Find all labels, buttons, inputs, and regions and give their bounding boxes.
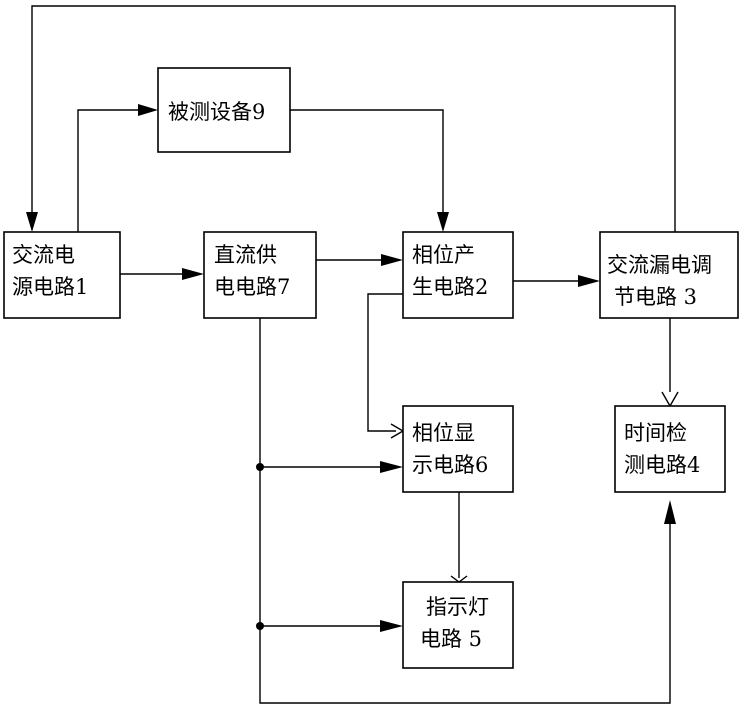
block-phase-generation: 相位产 生电路2 [403, 232, 513, 318]
block-phase-generation-label-1: 相位产 [412, 243, 475, 267]
block-ac-leak-adjust: 交流漏电调 节电路 3 [600, 232, 738, 318]
block-dc-supply: 直流供 电电路7 [204, 232, 316, 318]
arrowhead-phase-left [381, 254, 403, 266]
block-indicator-light: 指示灯 电路 5 [403, 582, 513, 668]
wire-dut-to-phase [290, 110, 443, 216]
arrowhead-indicator-branch [380, 620, 403, 632]
arrowhead-leak-input [578, 275, 600, 287]
arrowhead-feedback [26, 212, 38, 232]
block-device-under-test-label: 被测设备9 [168, 100, 265, 124]
block-phase-display-label-2: 示电路6 [412, 453, 488, 477]
block-indicator-light-label-1: 指示灯 [426, 595, 489, 619]
wire-phase-to-display [368, 294, 403, 431]
block-time-detection: 时间检 测电路4 [615, 406, 725, 492]
block-time-detection-label-2: 测电路4 [624, 453, 700, 477]
block-dc-supply-label-2: 电电路7 [214, 275, 290, 299]
wire-feedback-loop [32, 6, 675, 232]
junction-dot-display [256, 463, 264, 471]
arrowhead-time-open [662, 392, 678, 406]
block-phase-display: 相位显 示电路6 [403, 406, 513, 492]
arrowhead-phase-top [437, 212, 449, 232]
block-time-detection-frame [615, 406, 725, 492]
block-ac-power: 交流电 源电路1 [4, 232, 120, 318]
block-time-detection-label-1: 时间检 [624, 421, 687, 445]
block-device-under-test: 被测设备9 [158, 68, 290, 152]
block-ac-power-label-2: 源电路1 [12, 275, 88, 299]
arrowhead-dut-input [138, 104, 158, 116]
block-dc-supply-label-1: 直流供 [214, 243, 277, 267]
arrowhead-display-branch [380, 461, 403, 473]
junction-dot-indicator [256, 622, 264, 630]
block-ac-power-label-1: 交流电 [12, 243, 75, 267]
wire-power-to-dut [78, 110, 142, 232]
block-indicator-light-label-2: 电路 5 [420, 627, 482, 651]
block-phase-display-frame [403, 406, 513, 492]
block-phase-generation-label-2: 生电路2 [412, 275, 488, 299]
block-ac-leak-adjust-label-2: 节电路 3 [614, 285, 697, 309]
block-ac-leak-adjust-label-1: 交流漏电调 [607, 253, 712, 277]
arrowhead-time-bottom [664, 500, 676, 524]
block-phase-display-label-1: 相位显 [412, 421, 475, 445]
arrowhead-dc-input [182, 268, 204, 280]
